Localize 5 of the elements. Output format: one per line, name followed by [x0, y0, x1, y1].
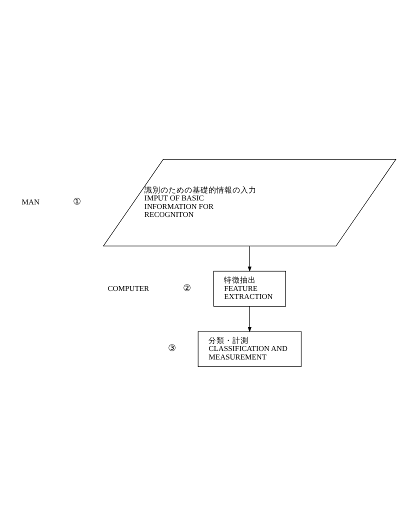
node-label: ①: [72, 196, 81, 206]
node-label: ③: [168, 342, 176, 353]
arrow: [248, 245, 252, 272]
arrow: [248, 306, 252, 332]
node-label: ②: [182, 282, 191, 292]
